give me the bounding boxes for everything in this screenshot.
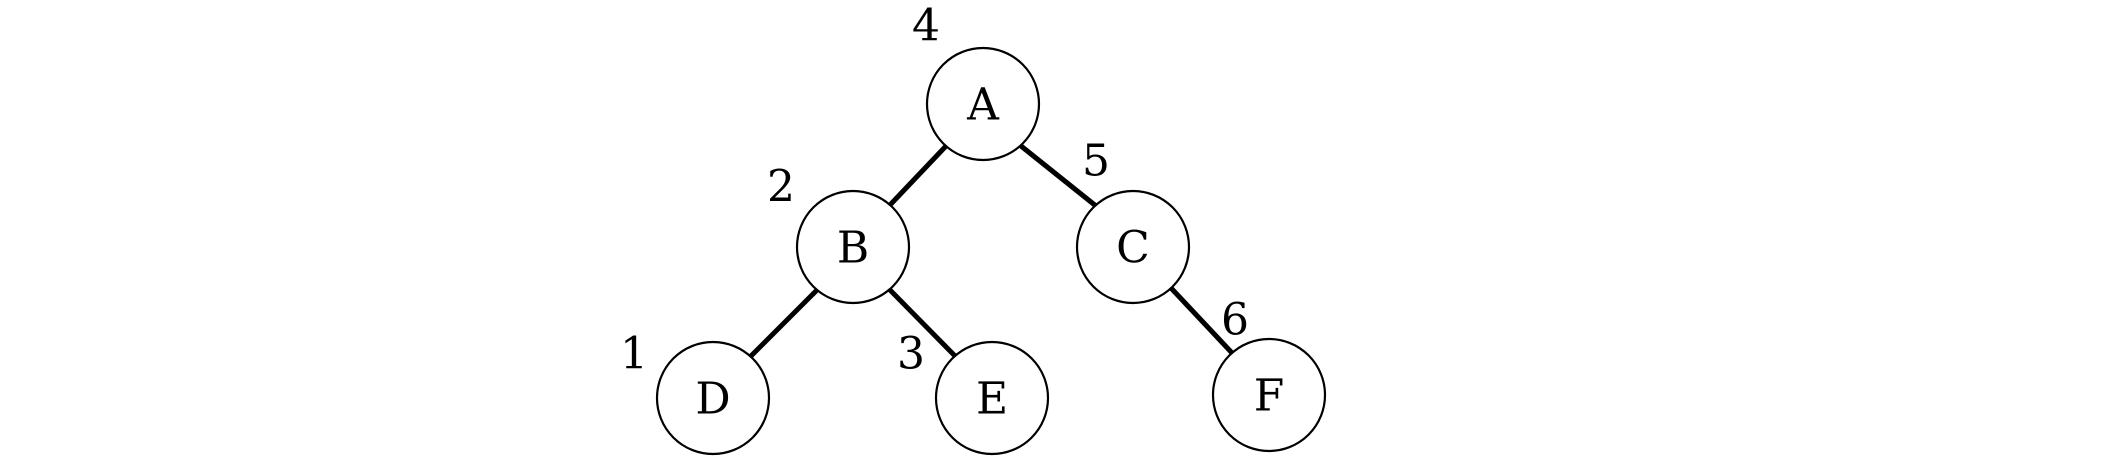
- node-circle-a[interactable]: [925, 46, 1041, 162]
- node-circle-c[interactable]: [1075, 189, 1191, 305]
- node-label-a: A: [966, 80, 1000, 131]
- tree-node-f[interactable]: F: [1211, 337, 1327, 453]
- tree-node-a[interactable]: A: [925, 46, 1041, 162]
- node-label-b: B: [837, 223, 869, 274]
- edge-weight-label-4: 4: [912, 1, 940, 52]
- edge-weight-label-2: 2: [767, 162, 795, 213]
- edge-weight-label-1: 1: [620, 329, 648, 380]
- edge-weight-label-5: 5: [1082, 136, 1110, 187]
- edge-weight-label-6: 6: [1221, 295, 1249, 346]
- edge-a-b: [888, 144, 948, 207]
- node-label-f: F: [1254, 371, 1285, 422]
- node-circle-b[interactable]: [795, 189, 911, 305]
- tree-node-b[interactable]: B: [795, 189, 911, 305]
- edge-c-f: [1169, 286, 1235, 356]
- node-label-d: D: [695, 374, 730, 425]
- edge-b-e: [888, 288, 958, 359]
- edge-group: [748, 144, 1235, 359]
- node-circle-e[interactable]: [934, 340, 1050, 456]
- node-label-e: E: [976, 374, 1008, 425]
- node-circle-f[interactable]: [1211, 337, 1327, 453]
- edge-weight-label-3: 3: [897, 329, 925, 380]
- edge-a-c: [1019, 144, 1098, 208]
- tree-node-d[interactable]: D: [655, 340, 771, 456]
- node-circle-d[interactable]: [655, 340, 771, 456]
- edge-b-d: [748, 288, 819, 359]
- edge-weight-group: 4 2 5 1 3 6: [620, 1, 1249, 380]
- tree-node-c[interactable]: C: [1075, 189, 1191, 305]
- node-label-c: C: [1116, 223, 1150, 274]
- tree-node-e[interactable]: E: [934, 340, 1050, 456]
- node-group: A B C D E F: [655, 46, 1327, 456]
